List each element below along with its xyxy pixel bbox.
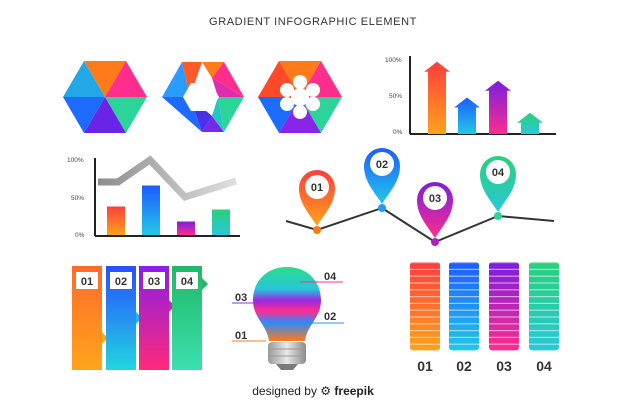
tab-label-02: 02 [115,276,127,288]
stack-column-1 [409,262,441,351]
arrow-chart-tick-50: 50% [389,93,402,100]
pin-label-04: 04 [492,167,505,179]
pin-timeline: 01 02 03 04 [285,148,555,246]
pin-label-02: 02 [376,159,388,171]
bar-4 [212,209,230,235]
hexagon-segmented [63,61,147,133]
tab-label-04: 04 [181,276,194,288]
tab-01: 01 [72,266,108,370]
arrow-chart-tick-100: 100% [385,57,402,64]
arrow-bar-3 [485,80,511,134]
arrow-bar-4 [517,112,543,134]
stack-column-3 [488,262,520,351]
ribbon-tabs: 01 02 03 04 [72,266,208,370]
bar-chart-tick-50: 50% [71,195,84,202]
credit-brand: freepik [334,384,374,398]
tab-label-03: 03 [148,276,160,288]
hexagon-ring [162,62,244,132]
stack-label-01: 01 [417,358,433,374]
pin-01: 01 [299,170,335,226]
pin-03: 03 [417,182,453,238]
hexagon-flower [258,61,342,133]
bar-3 [177,221,195,235]
pin-04: 04 [480,156,516,212]
bar-line-chart: 100% 50% 0% [67,155,240,239]
arrow-bar-2 [454,97,480,134]
arrow-bar-1 [424,61,450,134]
arrow-chart-tick-0: 0% [393,129,403,136]
stack-label-02: 02 [456,358,472,374]
bulb-glass [253,267,321,341]
bulb-label-02: 02 [324,311,336,323]
bar-2 [142,185,160,235]
stacked-columns: 01 02 03 04 [409,262,560,374]
pin-label-01: 01 [311,182,323,194]
bar-chart-tick-0: 0% [75,232,85,239]
pin-label-03: 03 [429,193,441,205]
trend-line [98,155,238,201]
tab-03: 03 [139,266,175,370]
light-bulb: 04 03 02 01 [232,267,344,370]
bulb-label-04: 04 [324,271,337,283]
bulb-label-03: 03 [235,292,247,304]
freepik-logo-icon: ⚙ [320,384,332,398]
bulb-base [268,342,306,364]
stack-label-03: 03 [496,358,512,374]
tab-02: 02 [106,266,142,370]
bulb-label-01: 01 [235,330,247,342]
stack-label-04: 04 [536,358,552,374]
page-title: GRADIENT INFOGRAPHIC ELEMENT [209,16,417,28]
credit-line: designed by ⚙ freepik [0,384,626,398]
timeline-line [285,206,555,244]
stack-column-4 [528,262,560,351]
arrow-bar-chart: 100% 50% 0% [385,56,556,136]
stack-column-2 [448,262,480,351]
tab-04: 04 [172,266,208,370]
tab-label-01: 01 [81,276,93,288]
bar-1 [107,206,125,235]
pin-02: 02 [364,148,400,204]
credit-prefix: designed by [252,384,317,398]
bar-chart-tick-100: 100% [67,157,84,164]
